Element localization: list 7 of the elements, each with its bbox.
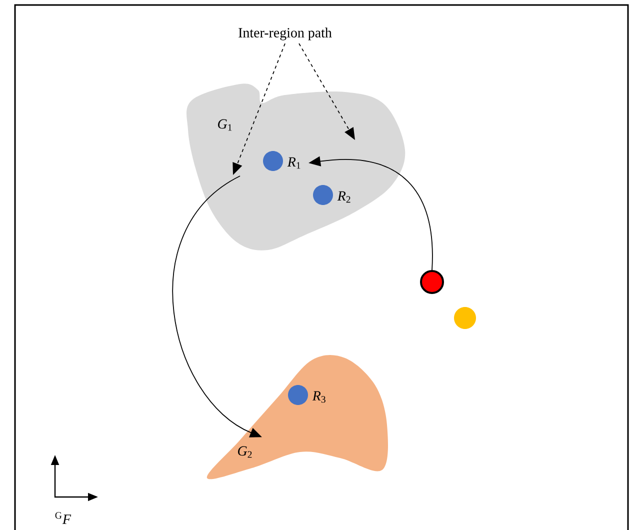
point-label: R$_{2}$	[337, 191, 350, 203]
callout-text: Inter-region path	[238, 28, 332, 40]
point-label: R$_{1}$	[287, 157, 300, 169]
dot	[454, 306, 476, 329]
point-label: R$_{3}$	[312, 391, 326, 403]
dot	[420, 270, 444, 294]
frame-label: $^{G}$F	[55, 512, 72, 524]
